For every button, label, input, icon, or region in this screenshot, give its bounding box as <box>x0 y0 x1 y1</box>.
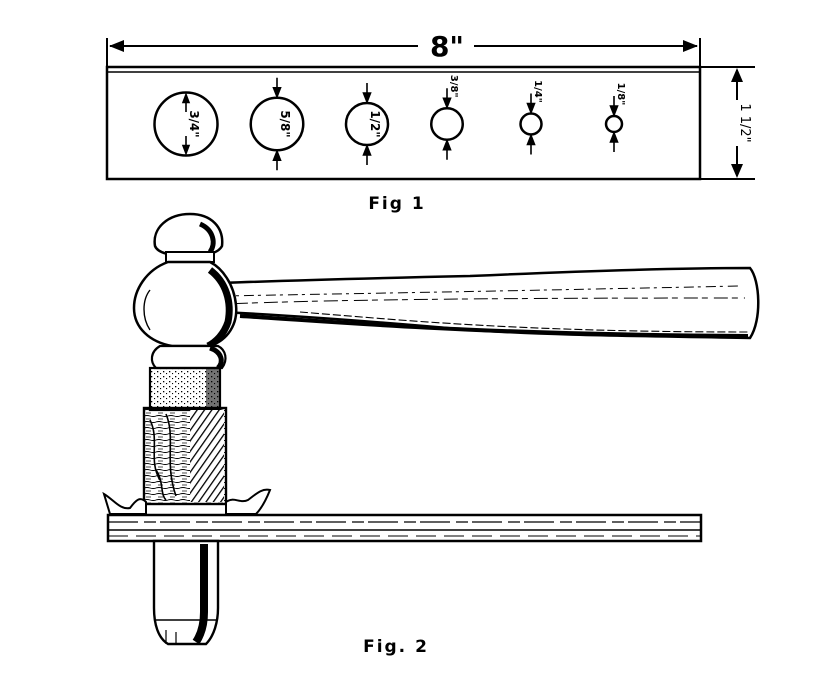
hole-arrow <box>272 149 282 171</box>
length-label: 8" <box>430 30 464 63</box>
hole-circle <box>430 107 464 141</box>
hole-arrow <box>442 138 452 160</box>
hole-group: 3/4" 5/8" 1/2" 3/8" 1/4" 1/8" <box>153 75 626 171</box>
fig1-caption: Fig 1 <box>368 194 425 214</box>
fig1-gauge-plate: 8" 1 1/2" 3/4" 5/8" 1/2" 3/8" 1/4" 1/8" Fig 1 <box>105 30 755 214</box>
hole-arrow <box>609 130 619 152</box>
fig2-hammer-assembly: Fig. 2 <box>102 212 760 657</box>
length-arrow-right <box>683 40 698 52</box>
length-arrow-left <box>109 40 124 52</box>
gauge-hole: 3/4" <box>153 91 219 157</box>
hole-size-label: 5/8" <box>278 110 292 137</box>
hole-arrow <box>442 88 452 110</box>
hole-arrow <box>181 136 191 156</box>
hole-arrow <box>362 83 372 105</box>
punched-leather-left <box>102 491 147 515</box>
work-board <box>106 513 703 543</box>
hole-arrow <box>181 92 191 112</box>
hole-size-label: 1/8" <box>615 83 626 106</box>
hole-arrow <box>526 93 536 115</box>
hole-circle <box>519 112 543 136</box>
punched-leather-right <box>225 488 272 515</box>
hole-size-label: 1/4" <box>532 80 543 103</box>
hole-circle <box>249 96 305 152</box>
hole-arrow <box>272 77 282 99</box>
width-label: 1 1/2" <box>737 103 752 142</box>
hole-size-label: 3/8" <box>448 75 459 98</box>
gauge-hole: 5/8" <box>249 77 305 171</box>
fig2-caption: Fig. 2 <box>363 637 429 657</box>
hole-arrow <box>609 96 619 118</box>
hole-arrow <box>526 133 536 155</box>
hammer-handle <box>220 266 760 340</box>
gauge-hole: 1/8" <box>604 83 626 152</box>
hole-size-label: 1/2" <box>368 110 382 137</box>
hole-size-label: 3/4" <box>187 110 201 137</box>
gauge-hole: 1/4" <box>519 80 543 155</box>
hole-circle <box>604 114 624 134</box>
punch-shank <box>152 539 220 646</box>
gauge-hole: 3/8" <box>430 75 464 160</box>
hole-arrow <box>362 143 372 165</box>
gauge-hole: 1/2" <box>344 83 390 165</box>
